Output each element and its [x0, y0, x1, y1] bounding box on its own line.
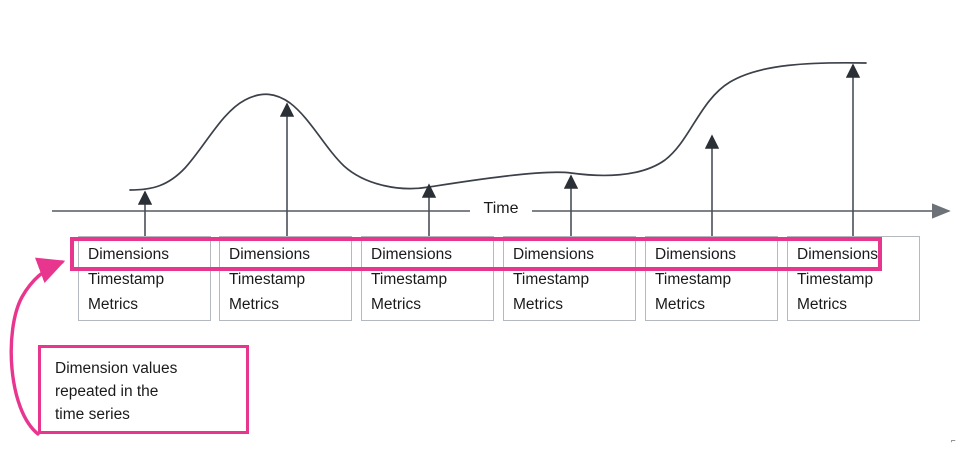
record-dimensions: Dimensions — [371, 246, 452, 263]
callout-line: Dimension values — [55, 360, 178, 377]
record-card-body: Dimensions Timestamp Metrics — [79, 237, 210, 317]
record-card[interactable]: Dimensions Timestamp Metrics — [219, 236, 352, 321]
record-dimensions: Dimensions — [797, 246, 878, 263]
record-card[interactable]: Dimensions Timestamp Metrics — [645, 236, 778, 321]
record-card[interactable]: Dimensions Timestamp Metrics — [787, 236, 920, 321]
record-card[interactable]: Dimensions Timestamp Metrics — [361, 236, 494, 321]
record-timestamp: Timestamp — [797, 271, 874, 288]
record-timestamp: Timestamp — [229, 271, 306, 288]
record-metrics: Metrics — [371, 296, 421, 313]
record-dimensions: Dimensions — [513, 246, 594, 263]
callout-box: Dimension values repeated in the time se… — [38, 345, 249, 434]
record-card-body: Dimensions Timestamp Metrics — [220, 237, 351, 317]
callout-line: repeated in the — [55, 383, 159, 400]
record-dimensions: Dimensions — [655, 246, 736, 263]
record-card-body: Dimensions Timestamp Metrics — [504, 237, 635, 317]
record-card-body: Dimensions Timestamp Metrics — [362, 237, 493, 317]
record-card-body: Dimensions Timestamp Metrics — [788, 237, 919, 317]
callout-line: time series — [55, 406, 130, 423]
record-metrics: Metrics — [655, 296, 705, 313]
record-metrics: Metrics — [513, 296, 563, 313]
record-timestamp: Timestamp — [371, 271, 448, 288]
record-dimensions: Dimensions — [229, 246, 310, 263]
callout-connector-arrow — [9, 257, 66, 436]
record-timestamp: Timestamp — [655, 271, 732, 288]
record-metrics: Metrics — [88, 296, 138, 313]
corner-mark: ⌐ — [951, 437, 956, 444]
record-metrics: Metrics — [229, 296, 279, 313]
callout-text: Dimension values repeated in the time se… — [41, 348, 246, 426]
record-timestamp: Timestamp — [88, 271, 165, 288]
axis-label-time: Time — [470, 200, 532, 218]
record-card-body: Dimensions Timestamp Metrics — [646, 237, 777, 317]
record-card[interactable]: Dimensions Timestamp Metrics — [503, 236, 636, 321]
record-metrics: Metrics — [797, 296, 847, 313]
record-dimensions: Dimensions — [88, 246, 169, 263]
record-card[interactable]: Dimensions Timestamp Metrics — [78, 236, 211, 321]
record-timestamp: Timestamp — [513, 271, 590, 288]
